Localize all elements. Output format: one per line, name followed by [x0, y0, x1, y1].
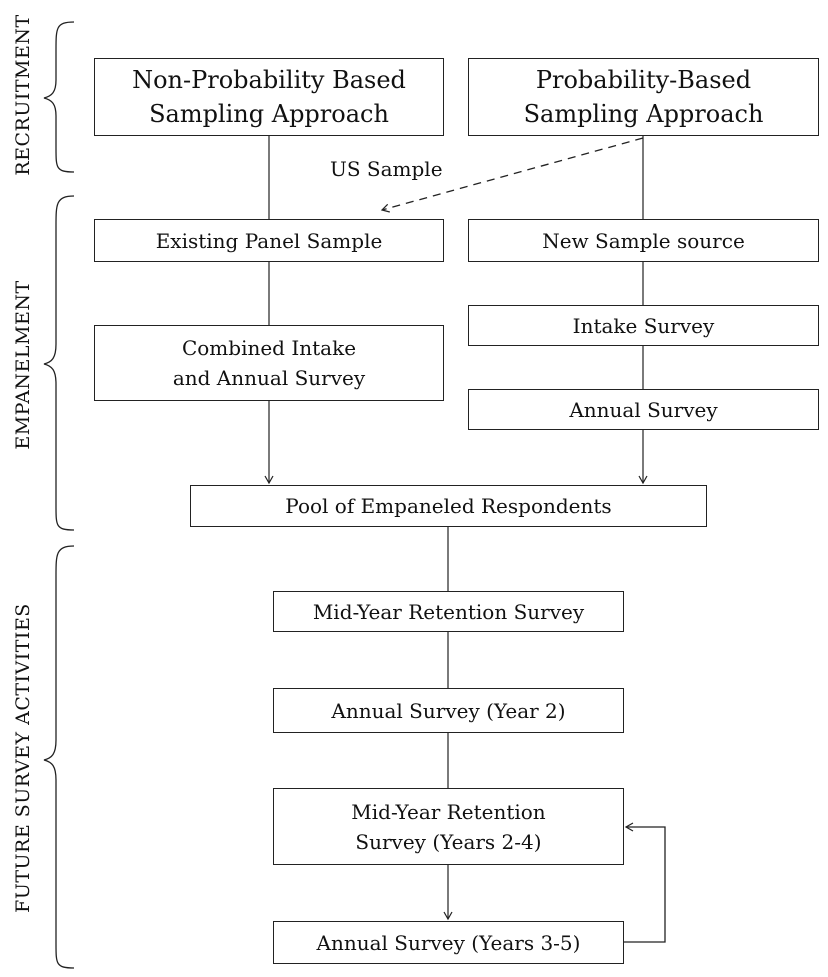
us-sample-arrow: [380, 137, 644, 213]
intake-survey-box: Intake Survey: [468, 305, 819, 346]
loop-arrow: [623, 822, 666, 943]
box-line: Non-Probability Based: [132, 65, 406, 94]
box-line: Mid-Year Retention: [351, 799, 546, 824]
future-activities-section-label: FUTURE SURVEY ACTIVITIES: [12, 603, 34, 913]
existing-panel-sample-box: Existing Panel Sample: [94, 219, 444, 262]
mid-year-retention-box: Mid-Year Retention Survey: [273, 591, 624, 632]
box-line: Sampling Approach: [523, 100, 764, 128]
box-line: Sampling Approach: [149, 100, 389, 128]
combined-intake-annual-box: Combined Intake and Annual Survey: [94, 325, 444, 401]
mid-year-retention-years-box: Mid-Year Retention Survey (Years 2-4): [273, 788, 624, 865]
empanelment-brace: [43, 195, 75, 531]
annual-survey-years-box: Annual Survey (Years 3-5): [273, 921, 624, 964]
recruitment-section-label: RECRUITMENT: [12, 14, 34, 176]
recruitment-brace: [43, 21, 75, 173]
box-line: Survey (Years 2-4): [355, 829, 542, 854]
future-brace: [43, 545, 75, 969]
annual-survey-box: Annual Survey: [468, 389, 819, 430]
non-probability-sampling-box: Non-Probability Based Sampling Approach: [94, 58, 444, 136]
empanelment-section-label: EMPANELMENT: [12, 280, 34, 450]
box-line: and Annual Survey: [172, 366, 366, 390]
new-sample-source-box: New Sample source: [468, 219, 819, 262]
pool-of-respondents-box: Pool of Empaneled Respondents: [190, 485, 707, 527]
box-line: Probability-Based: [535, 65, 752, 94]
annual-survey-year2-box: Annual Survey (Year 2): [273, 688, 624, 733]
us-sample-label: US Sample: [330, 157, 443, 181]
probability-sampling-box: Probability-Based Sampling Approach: [468, 58, 819, 136]
box-line: Combined Intake: [181, 336, 357, 360]
